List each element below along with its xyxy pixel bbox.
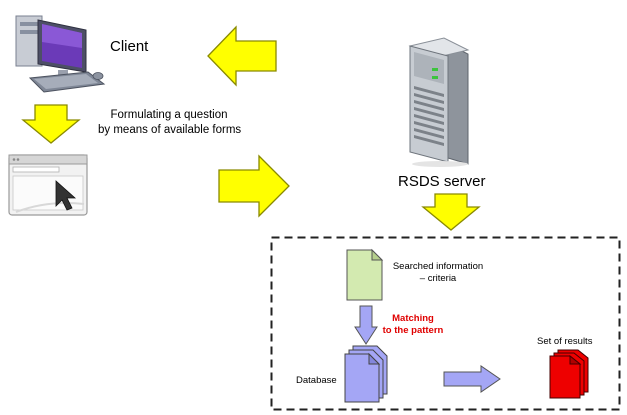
server-label: RSDS server <box>398 173 486 190</box>
document-icon <box>346 248 384 301</box>
server-tower-icon <box>408 37 470 167</box>
matching-line-1: Matching <box>392 313 434 324</box>
results-label: Set of results <box>537 336 593 347</box>
matching-label: Matching to the pattern <box>378 313 448 337</box>
results-stack-icon <box>549 349 589 399</box>
arrow-right-blue <box>443 365 501 393</box>
client-label: Client <box>110 38 149 55</box>
searched-label: Searched information – criteria <box>389 261 487 285</box>
question-label: Formulating a question by means of avail… <box>98 108 242 138</box>
database-stack-icon <box>344 345 388 403</box>
arrow-down-blue <box>354 305 378 345</box>
arrow-down-to-form <box>21 104 81 144</box>
processing-box <box>270 236 621 411</box>
desktop-computer-icon <box>15 15 106 93</box>
browser-window-icon <box>8 154 88 216</box>
database-label: Database <box>296 375 337 386</box>
searched-line-1: Searched information <box>392 261 484 272</box>
question-line-2: by means of available forms <box>98 124 242 136</box>
arrow-down-to-box <box>421 193 481 231</box>
arrow-left-to-client <box>207 25 277 87</box>
question-line-1: Formulating a question <box>110 109 228 121</box>
arrow-right-to-server <box>218 154 290 218</box>
matching-line-2: to the pattern <box>382 325 444 336</box>
searched-line-2: – criteria <box>419 273 457 284</box>
